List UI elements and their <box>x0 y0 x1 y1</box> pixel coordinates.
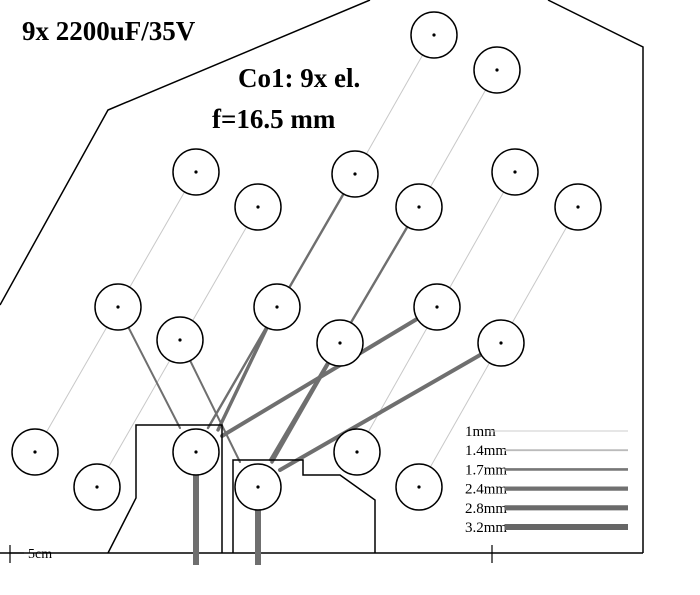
legend-label: 3.2mm <box>465 520 507 536</box>
capacitor-center-dot <box>194 170 198 174</box>
capacitor-center-dot <box>95 485 99 489</box>
capacitor-center-dot <box>417 485 421 489</box>
capacitor-center-dot <box>33 450 37 454</box>
capacitor-center-dot <box>275 305 279 309</box>
guide-lines <box>34 34 579 488</box>
wires <box>117 172 503 565</box>
scale-marker <box>9 545 493 563</box>
capacitor-center-dot <box>417 205 421 209</box>
legend-label: 2.4mm <box>465 482 507 498</box>
legend-label: 2.8mm <box>465 501 507 517</box>
capacitor-center-dot <box>355 450 359 454</box>
subtitle-line1: Co1: 9x el. <box>238 63 360 93</box>
capacitor-center-dot <box>513 170 517 174</box>
capacitor-center-dot <box>499 341 503 345</box>
capacitor-center-dot <box>435 305 439 309</box>
capacitor-center-dot <box>116 305 120 309</box>
capacitor-center-dot <box>576 205 580 209</box>
capacitor-center-dot <box>432 33 436 37</box>
capacitor-center-dot <box>256 485 260 489</box>
connector-blocks <box>107 424 376 554</box>
legend-label: 1mm <box>465 424 496 440</box>
title: 9x 2200uF/35V <box>22 16 196 46</box>
subtitle-line2: f=16.5 mm <box>212 104 336 134</box>
legend-label: 1.7mm <box>465 462 507 478</box>
capacitor-array <box>11 11 602 511</box>
capacitor-center-dot <box>256 205 260 209</box>
capacitor-center-dot <box>353 172 357 176</box>
legend-label: 1.4mm <box>465 443 507 459</box>
capacitor-center-dot <box>338 341 342 345</box>
legend: 1mm 1.4mm 1.7mm 2.4mm 2.8mm 3.2mm <box>465 424 628 536</box>
capacitor-center-dot <box>194 450 198 454</box>
scale-label: 5cm <box>28 547 52 562</box>
capacitor-center-dot <box>495 68 499 72</box>
board-outline <box>0 0 644 554</box>
capacitor-center-dot <box>178 338 182 342</box>
